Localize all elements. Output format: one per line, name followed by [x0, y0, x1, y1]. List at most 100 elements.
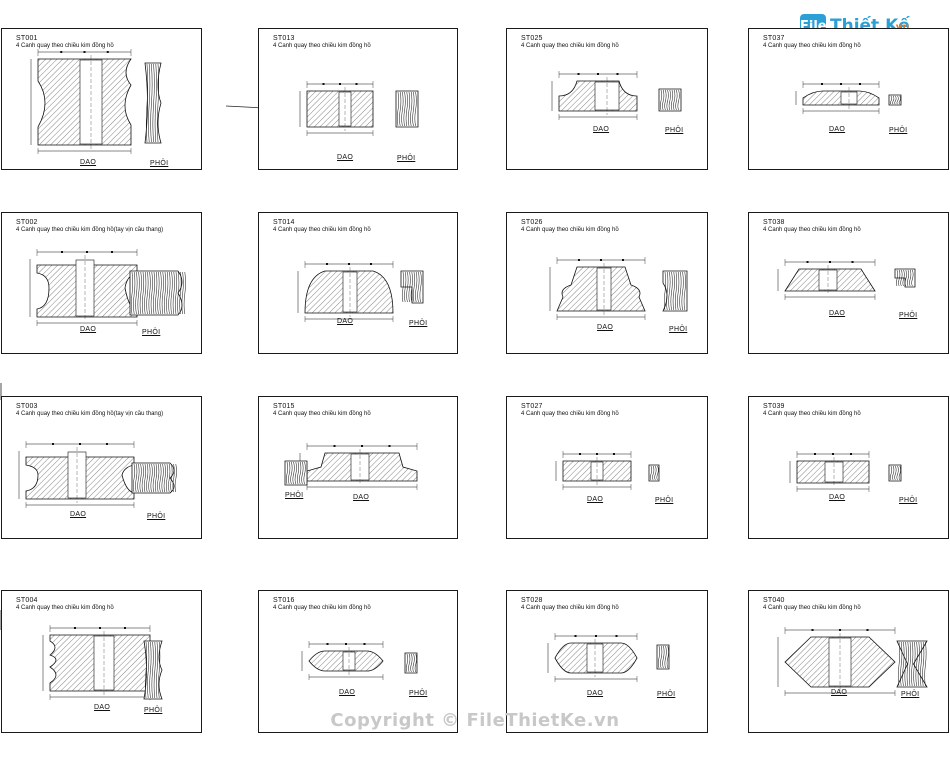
wood-grain: [407, 91, 411, 127]
logo-suffix: .vn: [892, 22, 909, 33]
wood-grain: [141, 271, 145, 315]
wood-grain: [148, 271, 151, 315]
wood-grain: [401, 271, 405, 303]
profile-description: 4 Canh quay theo chiều kim đồng hồ: [273, 605, 371, 611]
wood-grain: [159, 463, 162, 493]
wood-grain: [141, 463, 144, 493]
cutter-label: DAO: [80, 326, 97, 333]
wood-grain: [156, 63, 160, 143]
wood-grain: [396, 91, 400, 127]
cutter-label: DAO: [339, 689, 356, 696]
profile-drawing: [547, 633, 670, 682]
wood-grain: [677, 89, 680, 111]
wood-grain: [652, 465, 655, 481]
wood-grain: [911, 269, 914, 287]
wood-grain: [896, 95, 899, 105]
wood-grain: [139, 463, 142, 493]
stock-label: PHÔI: [657, 691, 676, 698]
wood-grain: [174, 271, 178, 315]
wood-grain: [657, 645, 661, 669]
wood-grain: [292, 461, 295, 485]
wood-grain: [165, 463, 169, 493]
cutter-label: DAO: [80, 159, 97, 166]
wood-grain: [900, 641, 903, 687]
stock-label: PHÔI: [899, 312, 918, 319]
wood-grain: [889, 95, 893, 105]
wood-grain: [147, 641, 150, 699]
wood-grain: [410, 91, 413, 127]
wood-grain: [898, 95, 901, 105]
wood-grain: [408, 653, 411, 673]
wood-grain: [915, 641, 918, 687]
wood-grain: [913, 641, 916, 687]
wood-grain: [663, 271, 667, 311]
wood-grain: [666, 271, 669, 311]
wood-grain: [133, 271, 136, 315]
cutter-label: DAO: [353, 494, 370, 501]
wood-grain: [148, 63, 151, 143]
wood-grain: [143, 463, 147, 493]
wood-grain: [664, 89, 667, 111]
wood-grain: [301, 461, 304, 485]
wood-grain: [303, 461, 306, 485]
cutter-label: DAO: [829, 126, 846, 133]
wood-grain: [677, 271, 680, 311]
profile-description: 4 Canh quay theo chiều kim đồng hồ: [521, 227, 619, 233]
profile-description: 4 Canh quay theo chiều kim đồng hồ: [763, 43, 861, 49]
wood-grain: [296, 461, 300, 485]
stock-label: PHÔI: [397, 155, 416, 162]
profile-drawing: [549, 257, 688, 320]
cutter-label: DAO: [70, 511, 87, 518]
wood-grain: [894, 465, 897, 481]
cutter-label: DAO: [829, 310, 846, 317]
wood-grain: [911, 641, 914, 687]
profile-description: 4 Canh quay theo chiều kim đồng hồ: [273, 227, 371, 233]
cutter-label: DAO: [829, 494, 846, 501]
wood-grain: [146, 271, 149, 315]
profile-drawing: [42, 625, 163, 700]
wood-grain: [179, 271, 182, 315]
copyright-watermark: Copyright © FileThietKe.vn: [330, 710, 620, 731]
wood-grain: [148, 463, 151, 493]
wood-grain: [659, 89, 663, 111]
wood-grain: [144, 641, 148, 699]
wood-grain: [155, 641, 159, 699]
stock-label: PHÔI: [144, 707, 163, 714]
profile-description: 4 Canh quay theo chiều kim đồng hồ: [16, 43, 114, 49]
stock-label: PHÔI: [889, 127, 908, 134]
wood-grain: [161, 463, 164, 493]
wood-grain: [900, 269, 903, 287]
wood-grain: [149, 641, 152, 699]
stock-label: PHÔI: [655, 497, 674, 504]
stock-label: PHÔI: [147, 513, 166, 520]
wood-grain: [135, 271, 138, 315]
wood-grain: [408, 271, 411, 303]
wood-grain: [137, 271, 140, 315]
wood-grain: [299, 461, 302, 485]
cutter-label: DAO: [831, 689, 848, 696]
wood-grain: [892, 465, 895, 481]
profile-drawing: [795, 81, 902, 114]
profile-code: ST027: [521, 403, 543, 410]
profile-code: ST039: [763, 403, 785, 410]
profile-description: 4 Canh quay theo chiều kim đồng hồ: [763, 227, 861, 233]
wood-grain: [154, 63, 157, 143]
wood-grain: [135, 463, 138, 493]
profile-drawing: [30, 49, 162, 154]
wood-grain: [399, 91, 402, 127]
cutter-label: DAO: [597, 324, 614, 331]
wood-grain: [897, 641, 901, 687]
profile-drawing: [297, 261, 424, 322]
profile-drawing: [299, 81, 419, 136]
wood-grain: [898, 269, 901, 287]
wood-grain: [668, 89, 671, 111]
wood-grain: [904, 641, 907, 687]
